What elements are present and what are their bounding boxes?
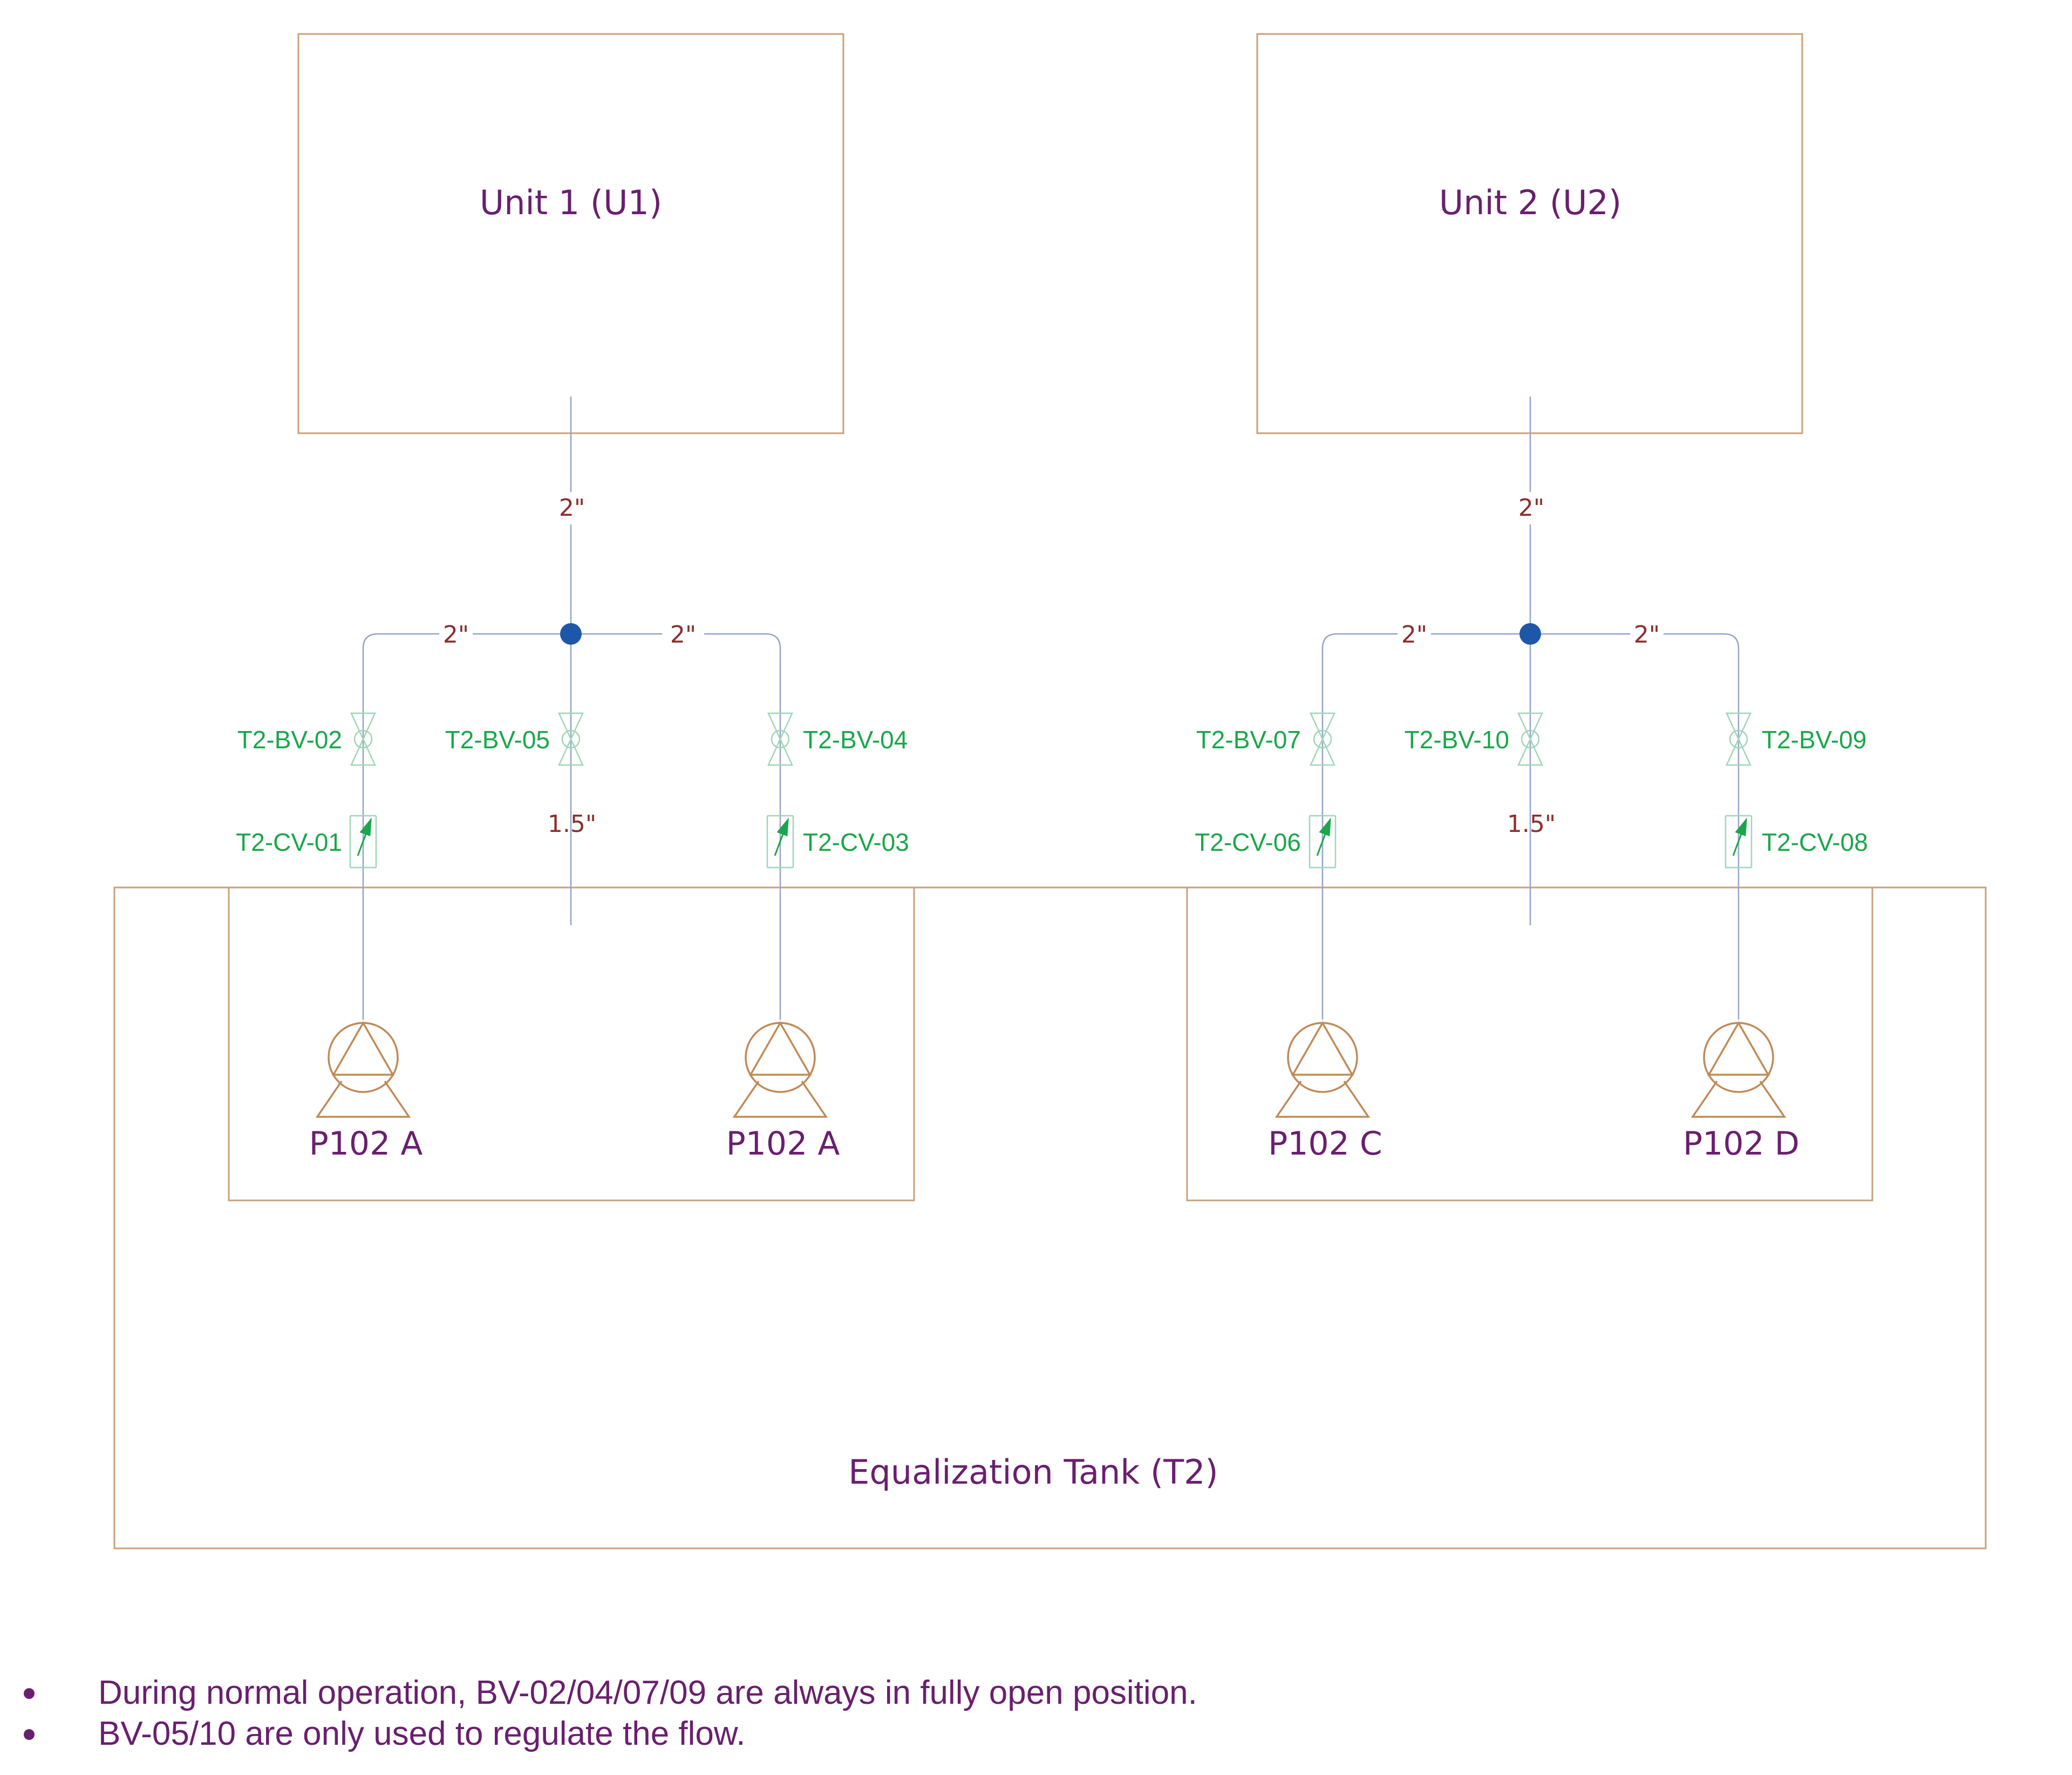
- ball-valve-bv02-icon[interactable]: [350, 712, 376, 766]
- ball-valve-bv07-icon[interactable]: [1310, 712, 1335, 766]
- valve-label-bv07: T2-BV-07: [1196, 726, 1301, 754]
- unit-2-label: Unit 2 (U2): [1439, 183, 1621, 222]
- pump-p2-icon[interactable]: [732, 1021, 828, 1118]
- equalization-tank-box: [113, 886, 1987, 1549]
- operation-notes: During normal operation, BV-02/04/07/09 …: [0, 1672, 2072, 1754]
- pipe-size-u1-left: 2": [443, 621, 469, 648]
- unit-2-piping: [1321, 397, 1740, 1020]
- check-valve-cv08-icon[interactable]: [1725, 815, 1753, 869]
- note-text: During normal operation, BV-02/04/07/09 …: [98, 1674, 1197, 1711]
- ball-valve-bv05-icon[interactable]: [558, 712, 584, 766]
- junction-unit-1: [560, 623, 582, 645]
- check-valve-cv03-icon[interactable]: [766, 815, 794, 869]
- unit-1-piping: [362, 397, 781, 1020]
- note-item: BV-05/10 are only used to regulate the f…: [0, 1713, 2072, 1754]
- pump-p3-icon[interactable]: [1274, 1021, 1371, 1118]
- bullet-icon: [24, 1729, 35, 1740]
- pump-p4-label: P102 D: [1683, 1125, 1800, 1163]
- valve-label-cv06: T2-CV-06: [1195, 828, 1301, 856]
- pipe-size-u1-bypass: 1.5": [548, 810, 596, 838]
- pipe-size-u1-right: 2": [670, 621, 696, 648]
- pump-p1-icon[interactable]: [315, 1021, 411, 1118]
- valve-label-bv10: T2-BV-10: [1405, 726, 1509, 754]
- valve-label-cv01: T2-CV-01: [236, 828, 342, 856]
- valve-label-cv08: T2-CV-08: [1762, 828, 1868, 856]
- tank-label: Equalization Tank (T2): [848, 1452, 1218, 1492]
- pump-p4-icon[interactable]: [1691, 1021, 1787, 1118]
- note-item: During normal operation, BV-02/04/07/09 …: [0, 1672, 2072, 1713]
- valve-label-bv09: T2-BV-09: [1762, 726, 1866, 754]
- valve-label-bv02: T2-BV-02: [237, 726, 342, 754]
- check-valve-cv06-icon[interactable]: [1308, 815, 1337, 869]
- pipe-size-u2-right: 2": [1634, 621, 1660, 648]
- valve-label-cv03: T2-CV-03: [803, 828, 909, 856]
- unit-1-box: [297, 33, 844, 434]
- pipe-size-u1-main: 2": [559, 494, 585, 522]
- valve-label-bv04: T2-BV-04: [803, 726, 908, 754]
- pump-p3-label: P102 C: [1268, 1125, 1382, 1163]
- ball-valve-bv10-icon[interactable]: [1517, 712, 1543, 766]
- pump-p1-label: P102 A: [309, 1125, 423, 1163]
- pump-p2-label: P102 A: [726, 1125, 840, 1163]
- pipe-size-u2-left: 2": [1401, 621, 1427, 648]
- unit-1-label: Unit 1 (U1): [480, 183, 662, 222]
- ball-valve-bv04-icon[interactable]: [767, 712, 793, 766]
- valve-label-bv05: T2-BV-05: [445, 726, 550, 754]
- junction-unit-2: [1519, 623, 1541, 645]
- bullet-icon: [24, 1688, 35, 1699]
- pipe-size-u2-bypass: 1.5": [1507, 810, 1556, 838]
- unit-2-box: [1256, 33, 1803, 434]
- check-valve-cv01-icon[interactable]: [349, 815, 377, 869]
- pipe-size-u2-main: 2": [1518, 494, 1544, 522]
- note-text: BV-05/10 are only used to regulate the f…: [98, 1715, 746, 1752]
- ball-valve-bv09-icon[interactable]: [1726, 712, 1751, 766]
